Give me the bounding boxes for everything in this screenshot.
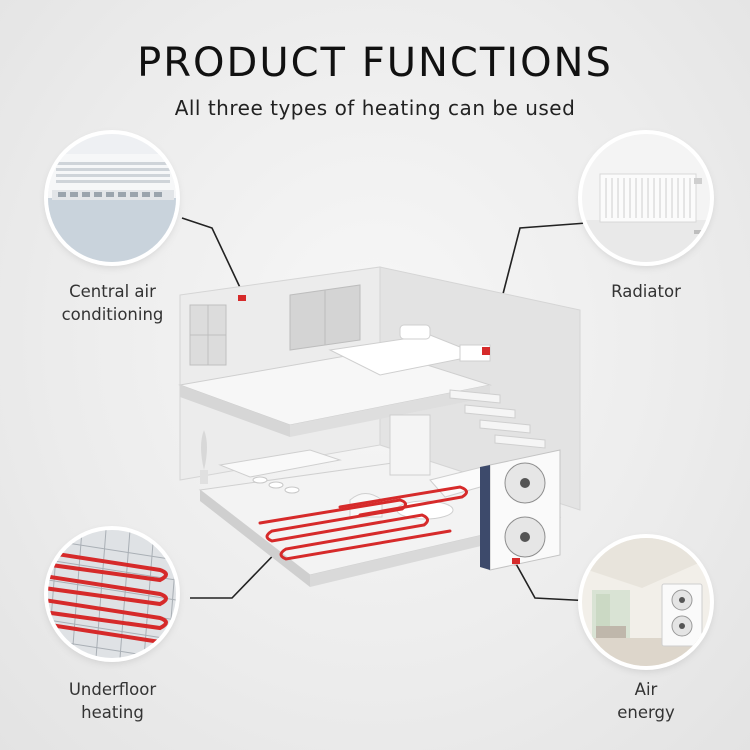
leader-line-underfloor <box>190 537 291 599</box>
page-title: PRODUCT FUNCTIONS <box>137 40 613 86</box>
radiator-image <box>582 134 710 262</box>
air-energy-label: Air energy <box>617 680 675 722</box>
house-cutaway-illustration <box>178 266 581 587</box>
underfloor-image <box>48 530 176 658</box>
central-air-label: Central air conditioning <box>61 282 164 324</box>
air-energy-image <box>582 538 710 666</box>
underfloor-label: Underfloor heating <box>68 680 157 722</box>
central-air-image <box>48 134 176 262</box>
radiator-label: Radiator <box>611 282 681 301</box>
leader-line-central-air <box>181 217 245 297</box>
page-subtitle: All three types of heating can be used <box>174 96 576 120</box>
